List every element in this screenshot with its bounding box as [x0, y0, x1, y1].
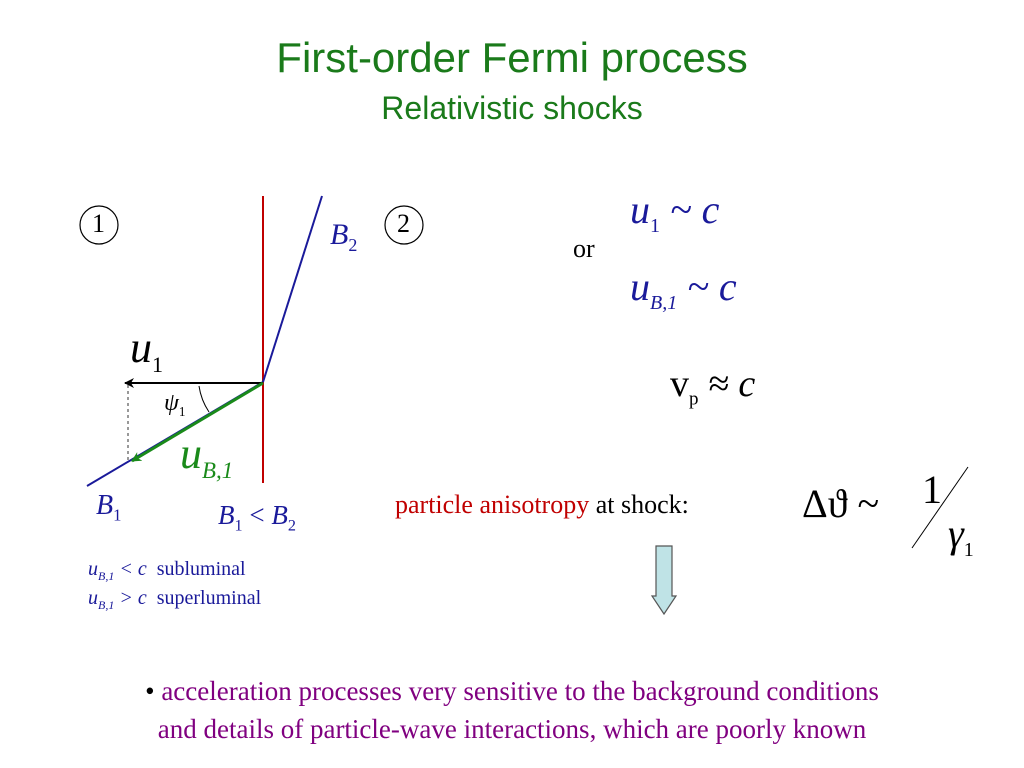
u1-label: u1 [130, 322, 163, 378]
vp-rhs: ≈ c [698, 363, 756, 405]
anisotropy-label: particle anisotropy at shock: [395, 490, 689, 520]
b2-label: B2 [330, 218, 357, 256]
field-relation: B1 < B2 [218, 500, 296, 535]
region-2-label: 2 [397, 209, 410, 238]
ub1-label: uB,1 [180, 428, 233, 484]
equation-vp: vp ≈ c [670, 362, 755, 411]
condition-2-var: u [88, 587, 98, 609]
psi-label: ψ1 [164, 390, 186, 420]
condition-2-desc: superluminal [156, 587, 262, 609]
condition-1-var-sub: B,1 [98, 569, 115, 583]
relation-right-sub: 2 [287, 516, 296, 535]
psi-subscript: 1 [178, 403, 186, 419]
anisotropy-red-text: particle anisotropy [395, 490, 590, 519]
condition-2-op: > c [114, 587, 147, 609]
field-line-b2 [262, 195, 323, 383]
bullet-marker: • [145, 676, 155, 706]
eq1-var: u [630, 187, 650, 232]
condition-superluminal: uB,1 > c superluminal [88, 587, 261, 613]
b1-symbol: B [96, 490, 114, 521]
relation-right: B [271, 500, 288, 530]
denominator-symbol: γ [948, 511, 964, 556]
slide-subtitle: Relativistic shocks [381, 90, 643, 126]
ub1-symbol: u [180, 429, 202, 478]
psi-symbol: ψ [164, 390, 179, 416]
or-text: or [573, 234, 595, 263]
condition-1-var: u [88, 558, 98, 580]
ub1-subscript: B,1 [202, 457, 234, 483]
fraction-slash [911, 466, 969, 549]
bullet-line-2: and details of particle-wave interaction… [157, 714, 867, 744]
bullet-line-1: acceleration processes very sensitive to… [161, 676, 879, 706]
relation-op: < [242, 500, 272, 530]
condition-2-var-sub: B,1 [98, 598, 115, 612]
psi-angle-arc [198, 385, 210, 413]
condition-1-op: < c [114, 558, 147, 580]
denominator-subscript: 1 [963, 539, 974, 561]
fraction-numerator: 1 [922, 467, 942, 512]
vp-var: v [670, 363, 689, 405]
fraction-denominator: γ1 [948, 510, 974, 562]
region-1-label: 1 [92, 209, 105, 238]
equation-u1: u1 ~ c [630, 186, 719, 238]
bullet-point: • acceleration processes very sensitive … [0, 672, 1024, 748]
condition-1-desc: subluminal [156, 558, 246, 580]
eq1-rhs: ~ c [660, 187, 720, 232]
anisotropy-delta: Δϑ ~ [802, 481, 880, 526]
down-arrow [650, 545, 678, 616]
condition-subluminal: uB,1 < c subluminal [88, 558, 246, 584]
b2-symbol: B [330, 218, 349, 251]
eq2-rhs: ~ c [677, 264, 737, 309]
vp-sub: p [689, 388, 699, 410]
eq2-var: u [630, 264, 650, 309]
equation-ub1: uB,1 ~ c [630, 263, 737, 315]
ub1-vector [131, 381, 264, 463]
eq1-sub: 1 [650, 215, 660, 237]
b1-subscript: 1 [113, 505, 122, 525]
eq2-sub: B,1 [650, 292, 678, 314]
b2-subscript: 2 [348, 235, 358, 255]
u1-symbol: u [130, 323, 152, 372]
relation-left: B [218, 500, 235, 530]
region-2-circle [384, 205, 424, 245]
anisotropy-black-text: at shock: [589, 490, 689, 519]
region-1-circle [79, 205, 119, 245]
u1-subscript: 1 [152, 351, 163, 377]
slide-title: First-order Fermi process [276, 34, 748, 81]
relation-left-sub: 1 [234, 516, 243, 535]
b1-label: B1 [96, 490, 122, 526]
